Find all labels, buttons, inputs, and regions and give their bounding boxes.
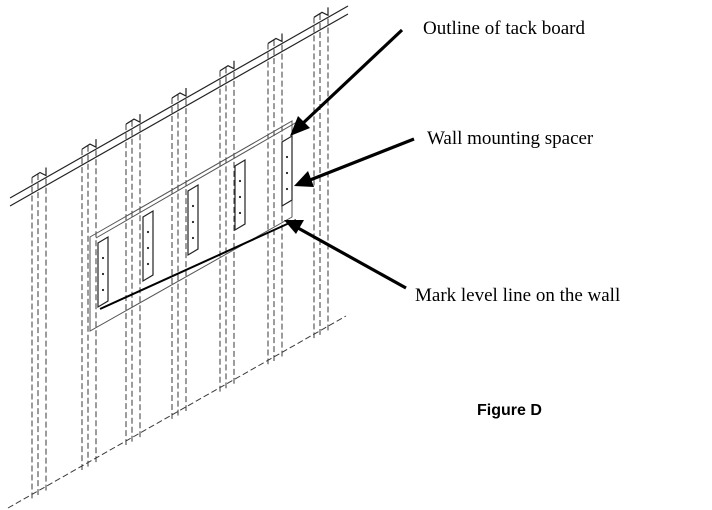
spacer-screw-dot [191,220,195,224]
spacer-screw-dot [101,256,105,260]
stud-top [125,114,141,125]
arrow-outline [290,28,404,136]
spacer-screw-dot [191,236,195,240]
label-wall-mounting-spacer: Wall mounting spacer [427,128,594,149]
spacer [281,134,293,208]
label-mark-level-line: Mark level line on the wall [415,285,620,306]
spacer-screw-dot [191,204,195,208]
spacer-screw-dot [238,179,242,183]
level-line [99,219,297,310]
spacer-screw-dot [285,155,289,159]
spacer-screw-dot [285,171,289,175]
wall-studs [31,7,329,499]
stud-top [313,7,329,18]
spacer-screw-dot [238,195,242,199]
spacer-screw-dot [101,272,105,276]
wall-mounting-spacers [97,134,293,309]
bottom-rail [7,315,347,509]
stud-top [171,87,187,99]
spacer [97,235,109,309]
stud-top [219,60,235,72]
spacer-screw-dot [238,211,242,215]
spacer-screw-dot [146,262,150,266]
spacer [234,158,246,232]
figure-caption: Figure D [477,402,542,419]
spacer [187,183,199,257]
stud-top [267,33,283,44]
arrow-spacer [294,137,415,187]
spacer-screw-dot [146,246,150,250]
arrow-level-line [284,220,407,290]
spacer-screw-dot [146,230,150,234]
stud-top [81,139,97,150]
label-outline-of-tack-board: Outline of tack board [423,18,585,39]
spacer-screw-dot [101,288,105,292]
stud-top [31,167,47,179]
spacer-screw-dot [285,187,289,191]
spacer [142,209,154,283]
top-rail [9,5,349,207]
